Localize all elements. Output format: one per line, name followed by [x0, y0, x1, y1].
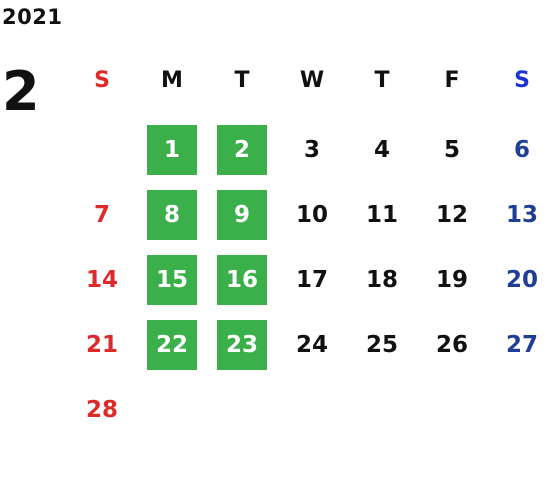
weekday-friday: F	[444, 68, 460, 93]
year-label: 2021	[2, 5, 63, 29]
day-cell-25[interactable]: 25	[365, 332, 398, 358]
day-cell-3[interactable]: 3	[303, 137, 320, 163]
weekday-wednesday: W	[299, 68, 325, 93]
weekday-thursday: T	[374, 68, 390, 93]
day-cell-27[interactable]: 27	[505, 332, 538, 358]
day-cell-24[interactable]: 24	[295, 332, 328, 358]
day-cell-28[interactable]: 28	[85, 397, 118, 423]
weekday-sunday: S	[94, 68, 110, 93]
day-cell-4[interactable]: 4	[373, 137, 390, 163]
day-cell-11[interactable]: 11	[365, 202, 398, 228]
day-cell-2[interactable]: 2	[217, 125, 267, 175]
day-cell-9[interactable]: 9	[217, 190, 267, 240]
day-cell-8[interactable]: 8	[147, 190, 197, 240]
day-cell-17[interactable]: 17	[295, 267, 328, 293]
day-cell-14[interactable]: 14	[85, 267, 118, 293]
day-cell-21[interactable]: 21	[85, 332, 118, 358]
weekday-saturday: S	[514, 68, 530, 93]
day-cell-10[interactable]: 10	[295, 202, 328, 228]
day-cell-7[interactable]: 7	[93, 202, 110, 228]
day-cell-20[interactable]: 20	[505, 267, 538, 293]
day-cell-1[interactable]: 1	[147, 125, 197, 175]
day-cell-26[interactable]: 26	[435, 332, 468, 358]
day-cell-23[interactable]: 23	[217, 320, 267, 370]
weekday-tuesday: T	[234, 68, 250, 93]
day-cell-22[interactable]: 22	[147, 320, 197, 370]
day-cell-12[interactable]: 12	[435, 202, 468, 228]
day-cell-19[interactable]: 19	[435, 267, 468, 293]
day-cell-15[interactable]: 15	[147, 255, 197, 305]
day-cell-13[interactable]: 13	[505, 202, 538, 228]
day-cell-18[interactable]: 18	[365, 267, 398, 293]
day-cell-16[interactable]: 16	[217, 255, 267, 305]
day-cell-5[interactable]: 5	[443, 137, 460, 163]
day-cell-6[interactable]: 6	[513, 137, 530, 163]
month-number: 2	[2, 60, 40, 123]
weekday-monday: M	[161, 68, 183, 93]
